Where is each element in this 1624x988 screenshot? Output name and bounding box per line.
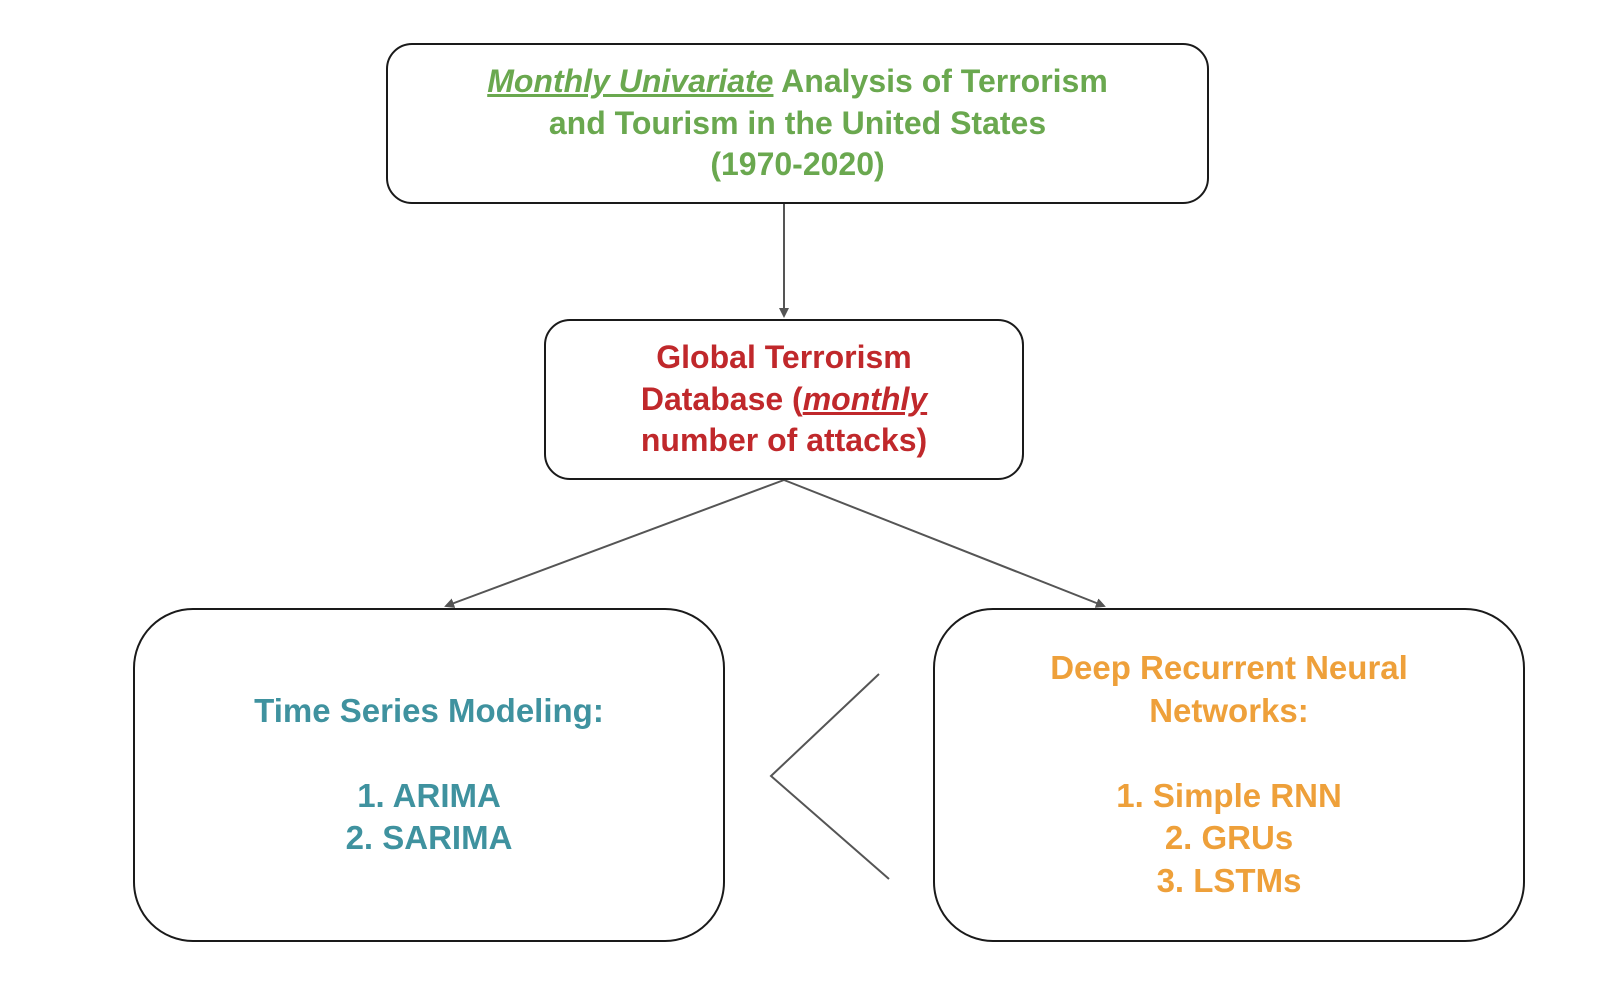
data-source-box: Global Terrorism Database (monthly numbe… bbox=[544, 319, 1024, 480]
neural-networks-item: 2. GRUs bbox=[1164, 819, 1294, 857]
top-title-line1: Monthly Univariate Analysis of Terrorism bbox=[487, 61, 1108, 103]
time-series-item: 2. SARIMA bbox=[345, 819, 513, 857]
spacer bbox=[254, 733, 604, 775]
top-title-line1-rest: Analysis of Terrorism bbox=[773, 63, 1108, 100]
time-series-box: Time Series Modeling: 1. ARIMA 2. SARIMA bbox=[133, 608, 725, 942]
spacer bbox=[1050, 733, 1408, 775]
arrow-middle-to-left bbox=[444, 479, 785, 608]
neural-networks-item: 3. LSTMs bbox=[1156, 862, 1302, 900]
neural-networks-item: 1. Simple RNN bbox=[1116, 776, 1342, 814]
arrow-middle-to-right bbox=[783, 479, 1106, 608]
data-source-emphasis: monthly bbox=[802, 380, 928, 417]
time-series-heading: Time Series Modeling: bbox=[254, 691, 604, 729]
comparison-chevron bbox=[769, 673, 890, 880]
data-source-line3: number of attacks) bbox=[640, 422, 928, 459]
data-source-line2-prefix: Database ( bbox=[640, 380, 803, 417]
top-title-line2: and Tourism in the United States bbox=[548, 104, 1047, 141]
data-source-line2: Database (monthly bbox=[641, 379, 927, 421]
top-title-emphasis: Monthly Univariate bbox=[487, 63, 774, 100]
time-series-item: 1. ARIMA bbox=[357, 776, 501, 814]
data-source-line1: Global Terrorism bbox=[656, 339, 912, 376]
top-title-line3: (1970-2020) bbox=[710, 146, 885, 183]
neural-networks-heading-line1: Deep Recurrent Neural bbox=[1050, 648, 1408, 686]
neural-networks-heading-line2: Networks: bbox=[1149, 691, 1309, 729]
top-title-box: Monthly Univariate Analysis of Terrorism… bbox=[386, 43, 1209, 204]
neural-networks-box: Deep Recurrent Neural Networks: 1. Simpl… bbox=[933, 608, 1525, 942]
